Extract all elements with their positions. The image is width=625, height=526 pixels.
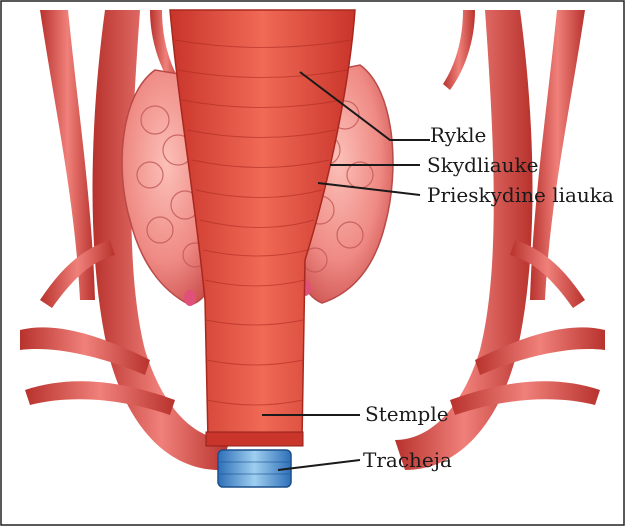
label-rykle: Rykle bbox=[430, 125, 486, 145]
trachea bbox=[218, 450, 291, 487]
label-skydliauke: Skydliauke bbox=[427, 155, 538, 175]
label-tracheja: Tracheja bbox=[363, 450, 452, 470]
label-prieskydine-liauka: Prieskydine liauka bbox=[427, 185, 614, 205]
label-stemple: Stemple bbox=[365, 404, 449, 424]
